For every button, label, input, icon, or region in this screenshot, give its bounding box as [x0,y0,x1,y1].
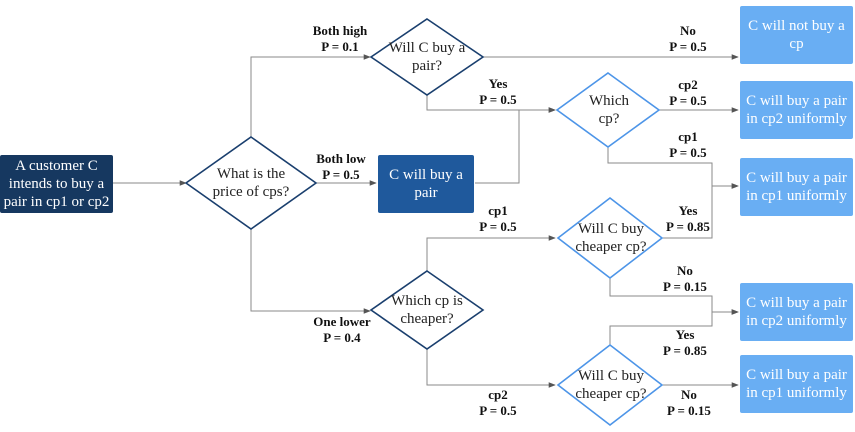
edge-label-text: No [681,387,697,402]
edge-label-text: Yes [488,76,508,91]
edge-label-text: Both low [316,151,366,166]
edge-label-cp1-no: No P = 0.15 [653,263,717,295]
diamond-which-cheaper [369,270,485,350]
edge-label-text: Yes [675,327,695,342]
edge-buy-pair-to-which [475,107,556,184]
outcome-buy-cp1-a: C will buy a pair in cp1 uniformly [740,158,853,216]
outcome-buy-cp2-b: C will buy a pair in cp2 uniformly [740,283,853,341]
buy-pair-node: C will buy a pair [378,155,474,213]
edge-cheaper-cp2 [426,349,556,388]
edge-label-cheaper-cp1: cp1 P = 0.5 [468,203,528,235]
edge-label-text: No [677,263,693,278]
edge-label-which-cp1: cp1 P = 0.5 [658,129,718,161]
edge-probability: P = 0.85 [666,219,710,234]
edge-probability: P = 0.1 [321,39,359,54]
edge-label-text: Yes [678,203,698,218]
which-cheaper-question: Which cp is cheaper? [391,293,463,327]
edge-label-one-lower: One lower P = 0.4 [302,314,382,346]
edge-label-text: cp2 [678,77,698,92]
edge-label-cp1-yes: Yes P = 0.85 [656,203,720,235]
outcome-not-buy: C will not buy a cp [740,6,853,64]
edge-label-cheaper-cp2: cp2 P = 0.5 [468,387,528,419]
edge-cheaper-cp1 [426,235,556,271]
diamond-will-buy-high [369,18,485,96]
edge-label-both-high: Both high P = 0.1 [300,23,380,55]
edge-probability: P = 0.5 [669,145,707,160]
diamond-cheaper-cp2 [556,343,664,427]
edge-label-which-cp2: cp2 P = 0.5 [658,77,718,109]
edge-label-high-yes: Yes P = 0.5 [468,76,528,108]
will-buy-high-question: Will C buy a pair? [388,40,466,74]
edge-probability: P = 0.4 [323,330,361,345]
edge-label-text: cp1 [678,129,698,144]
edge-probability: P = 0.5 [479,219,517,234]
edge-probability: P = 0.5 [322,167,360,182]
edge-label-text: cp2 [488,387,508,402]
outcome-buy-cp2-a: C will buy a pair in cp2 uniformly [740,81,853,139]
edge-label-both-low: Both low P = 0.5 [301,151,381,183]
cheaper-cp2-question: Will C buy cheaper cp? [575,368,647,402]
edge-label-cp2-yes: Yes P = 0.85 [653,327,717,359]
edge-price-one-lower [250,229,371,314]
which-cp-question: Which cp? [589,93,629,127]
diamond-cheaper-cp1 [556,196,664,280]
cheaper-cp1-question: Will C buy cheaper cp? [575,221,647,255]
edge-probability: P = 0.5 [669,93,707,108]
edge-probability: P = 0.5 [669,39,707,54]
edge-high-yes [426,95,556,113]
outcome-buy-cp1-b: C will buy a pair in cp1 uniformly [740,355,853,413]
edge-cp2-yes [609,309,739,345]
diamond-which-cp [555,72,661,148]
edge-label-text: No [680,23,696,38]
edge-label-cp2-no: No P = 0.15 [657,387,721,419]
edge-cp1-yes [659,183,739,239]
edge-probability: P = 0.85 [663,343,707,358]
edge-label-text: Both high [312,23,368,38]
edge-probability: P = 0.5 [479,92,517,107]
diamond-price [184,136,318,230]
edge-label-text: One lower [313,314,371,329]
edge-price-both-high [250,54,371,137]
edge-probability: P = 0.15 [667,403,711,418]
edge-label-text: cp1 [488,203,508,218]
edge-probability: P = 0.15 [663,279,707,294]
edge-probability: P = 0.5 [479,403,517,418]
start-node: A customer C intends to buy a pair in cp… [0,155,113,213]
price-question: What is the price of cps? [212,166,290,200]
edge-label-high-no: No P = 0.5 [658,23,718,55]
